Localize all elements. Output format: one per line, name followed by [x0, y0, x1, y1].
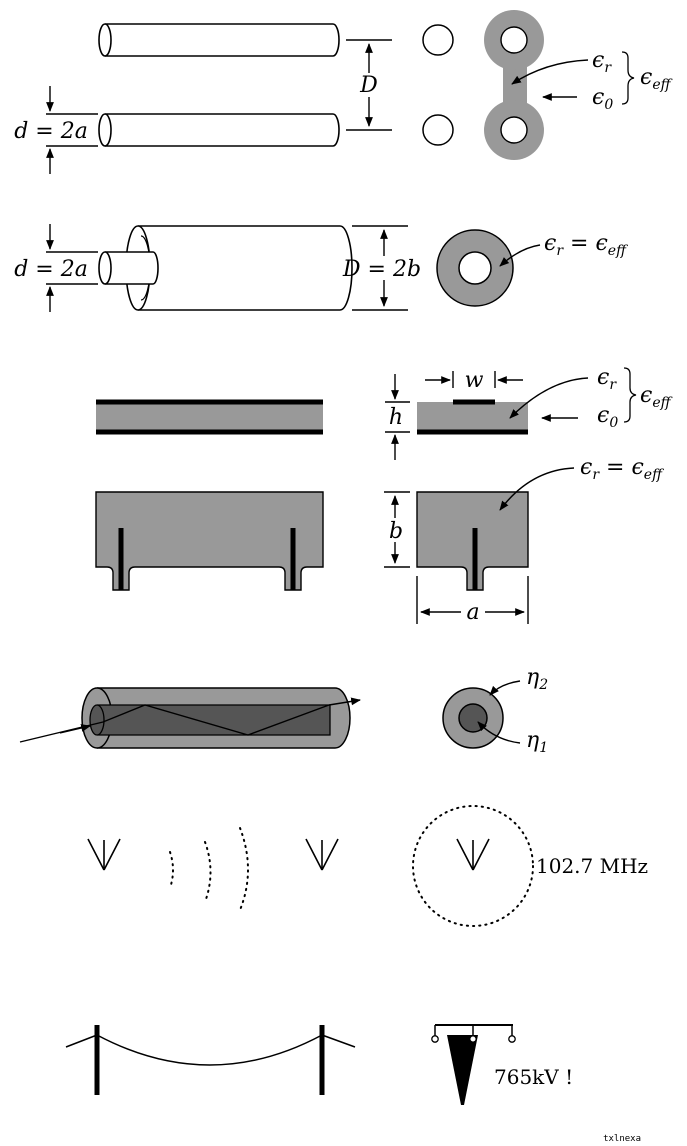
fiber-diagram: η2 η1 — [19, 665, 548, 756]
twin-lead-diagram: D d = 2a ϵr ϵ0 ϵeff — [14, 10, 673, 174]
fiber-core-section — [458, 703, 488, 733]
waveguide-diagram: b a ϵr = ϵeff — [95, 455, 664, 625]
power-cable — [65, 1034, 356, 1066]
coax-D-label: D = 2b — [342, 257, 421, 282]
waveguide-side-body — [95, 491, 324, 591]
microstrip-diagram: w h ϵr ϵ0 ϵeff — [96, 365, 673, 460]
antenna-icon — [87, 838, 121, 871]
radio-waves — [169, 827, 249, 911]
eps-eff-label: ϵeff — [640, 65, 673, 93]
microstrip-eps-eff-label: ϵeff — [640, 383, 673, 411]
twin-lead-dielectric — [484, 10, 544, 160]
microstrip-side-dielectric — [96, 402, 323, 432]
radio-diagram: 102.7 MHz — [87, 805, 648, 927]
a-label: a — [466, 600, 479, 625]
broadcast-range — [412, 805, 534, 927]
microstrip-eps-r-label: ϵr — [597, 365, 617, 393]
coax-inner-conductor — [98, 251, 159, 285]
d-dimension-label: d = 2a — [14, 119, 88, 144]
wire-section-top — [422, 24, 454, 56]
D-dimension-label: D — [359, 73, 378, 98]
voltage-label: 765kV ! — [494, 1065, 573, 1089]
antenna-icon — [456, 838, 490, 871]
antenna-icon — [305, 838, 339, 871]
bottom-conductor — [98, 113, 340, 147]
fiber-core — [89, 704, 331, 736]
microstrip-brace — [623, 367, 637, 423]
coax-outer-cylinder — [125, 225, 353, 311]
frequency-label: 102.7 MHz — [536, 854, 648, 878]
coax-diagram: d = 2a D = 2b ϵr = ϵeff — [14, 224, 628, 312]
eps-0-label: ϵ0 — [592, 85, 613, 113]
brace — [621, 51, 635, 105]
wire-section-bottom — [422, 114, 454, 146]
w-label: w — [465, 368, 484, 393]
transmission-tower-icon — [431, 1024, 516, 1105]
eta1-label: η1 — [526, 728, 548, 756]
h-label: h — [389, 405, 403, 430]
microstrip-eps-0-label: ϵ0 — [597, 403, 618, 431]
coax-d-label: d = 2a — [14, 257, 88, 282]
footer-tag: txlnexa — [603, 1134, 641, 1144]
light-ray — [19, 704, 330, 743]
power-line-diagram: 765kV ! — [65, 1024, 573, 1105]
coax-eps-label: ϵr = ϵeff — [544, 231, 628, 259]
waveguide-eps-label: ϵr = ϵeff — [580, 455, 664, 483]
b-label: b — [389, 519, 403, 544]
coax-inner-section — [458, 251, 492, 285]
eta2-label: η2 — [526, 665, 548, 693]
eps-r-label: ϵr — [592, 48, 612, 76]
top-conductor — [98, 23, 340, 57]
